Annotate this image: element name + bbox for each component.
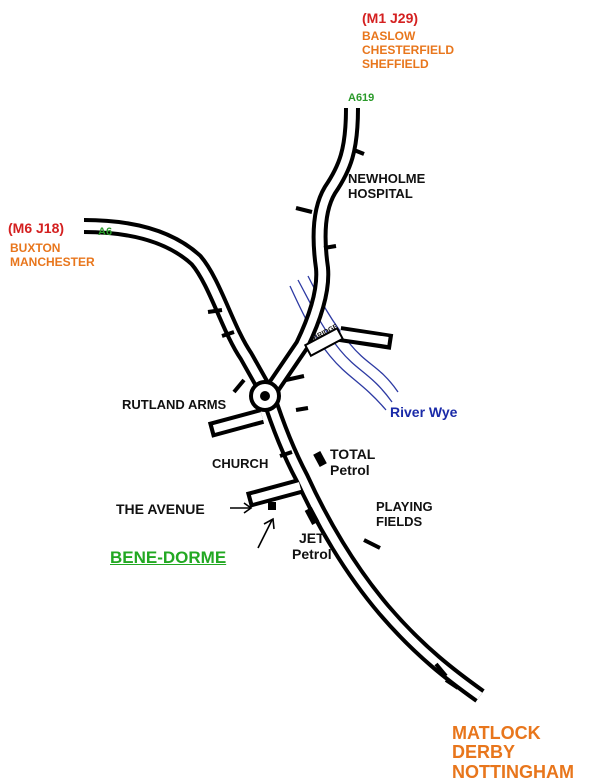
a619-label: A619: [348, 92, 375, 104]
church-label: CHURCH: [212, 456, 269, 471]
south-places-label: MATLOCK DERBY NOTTINGHAM: [452, 723, 574, 782]
side-road-stubs: [207, 148, 460, 690]
rutland-arms-label: RUTLAND ARMS: [122, 397, 227, 412]
roundabout: [249, 380, 281, 412]
jet-petrol-label: JET Petrol: [292, 530, 332, 563]
bridge: [303, 326, 345, 358]
avenue-arrow: [230, 502, 253, 514]
a6-label: A6: [98, 226, 113, 238]
river-wye-label: River Wye: [390, 404, 458, 420]
bene-dorme-label[interactable]: BENE-DORME: [110, 548, 227, 567]
jet-petrol-marker: [304, 507, 320, 525]
west-places-label: BUXTON MANCHESTER: [10, 241, 95, 269]
bene-dorme-marker: [268, 502, 276, 510]
total-petrol-label: TOTAL Petrol: [330, 446, 376, 479]
road-interiors: [83, 107, 483, 700]
total-petrol-marker: [313, 450, 327, 468]
the-avenue-label: THE AVENUE: [116, 501, 205, 517]
destination-arrow: [257, 517, 275, 549]
newholme-hospital-label: NEWHOLME HOSPITAL: [348, 171, 426, 201]
west-junction-label: (M6 J18): [8, 220, 65, 236]
north-junction-label: (M1 J29): [362, 10, 419, 26]
north-places-label: BASLOW CHESTERFIELD SHEFFIELD: [362, 29, 455, 71]
playing-fields-label: PLAYING FIELDS: [376, 499, 433, 529]
